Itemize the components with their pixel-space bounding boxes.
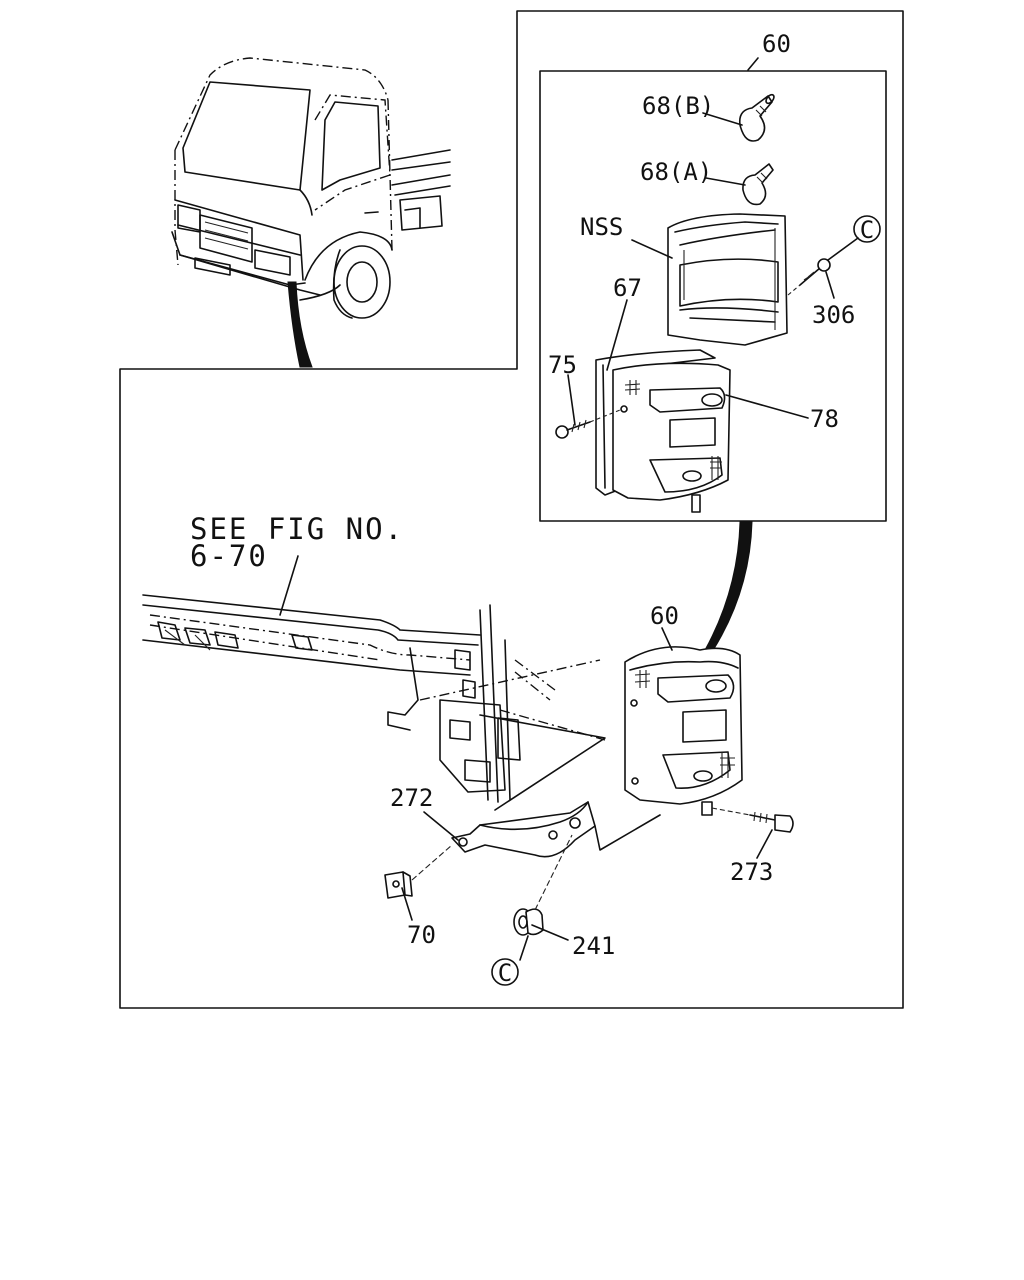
bulb-68a: [742, 163, 774, 206]
lamp-assembly-60-installed: [624, 646, 743, 816]
bracket-272: [451, 801, 661, 858]
diagram-frame: [119, 10, 904, 1009]
callout-70: 70: [407, 921, 436, 949]
screw-306: [787, 258, 831, 296]
reference-c-bottom-label: C: [498, 959, 512, 987]
callout-273: 273: [730, 858, 773, 886]
bulb-68b: [738, 93, 775, 142]
exploded-view-box: [539, 70, 887, 522]
callout-68a: 68(A): [640, 158, 712, 186]
callout-241: 241: [572, 932, 615, 960]
callout-nss: NSS: [580, 213, 623, 241]
detail-arrow: [704, 521, 753, 653]
reference-c-top-label: C: [860, 216, 874, 244]
lamp-lens-nss: [667, 213, 788, 346]
callout-67: 67: [613, 274, 642, 302]
reference-c-bottom: C: [491, 958, 519, 987]
callout-75: 75: [548, 351, 577, 379]
callout-labels: 60 68(B) 68(A) NSS 306 67 75 78 60 272 2…: [390, 30, 855, 960]
callout-60-bottom: 60: [650, 602, 679, 630]
callout-306: 306: [812, 301, 855, 329]
lamp-housing-78: [612, 362, 731, 513]
callout-272: 272: [390, 784, 433, 812]
chassis-rear-frame: [142, 594, 606, 811]
see-figure-note: SEE FIG NO. 6-70: [190, 512, 404, 573]
reference-c-top: C: [853, 215, 881, 244]
see-fig-line1: SEE FIG NO.: [190, 512, 404, 546]
screw-75: [555, 405, 628, 439]
leader-lines: [279, 57, 859, 961]
bolt-273: [711, 807, 794, 833]
clip-nut-70: [384, 844, 453, 899]
truck-illustration: [171, 57, 451, 368]
callout-68b: 68(B): [642, 92, 714, 120]
callout-60-top: 60: [762, 30, 791, 58]
see-fig-line2: 6-70: [190, 539, 268, 573]
callout-78: 78: [810, 405, 839, 433]
